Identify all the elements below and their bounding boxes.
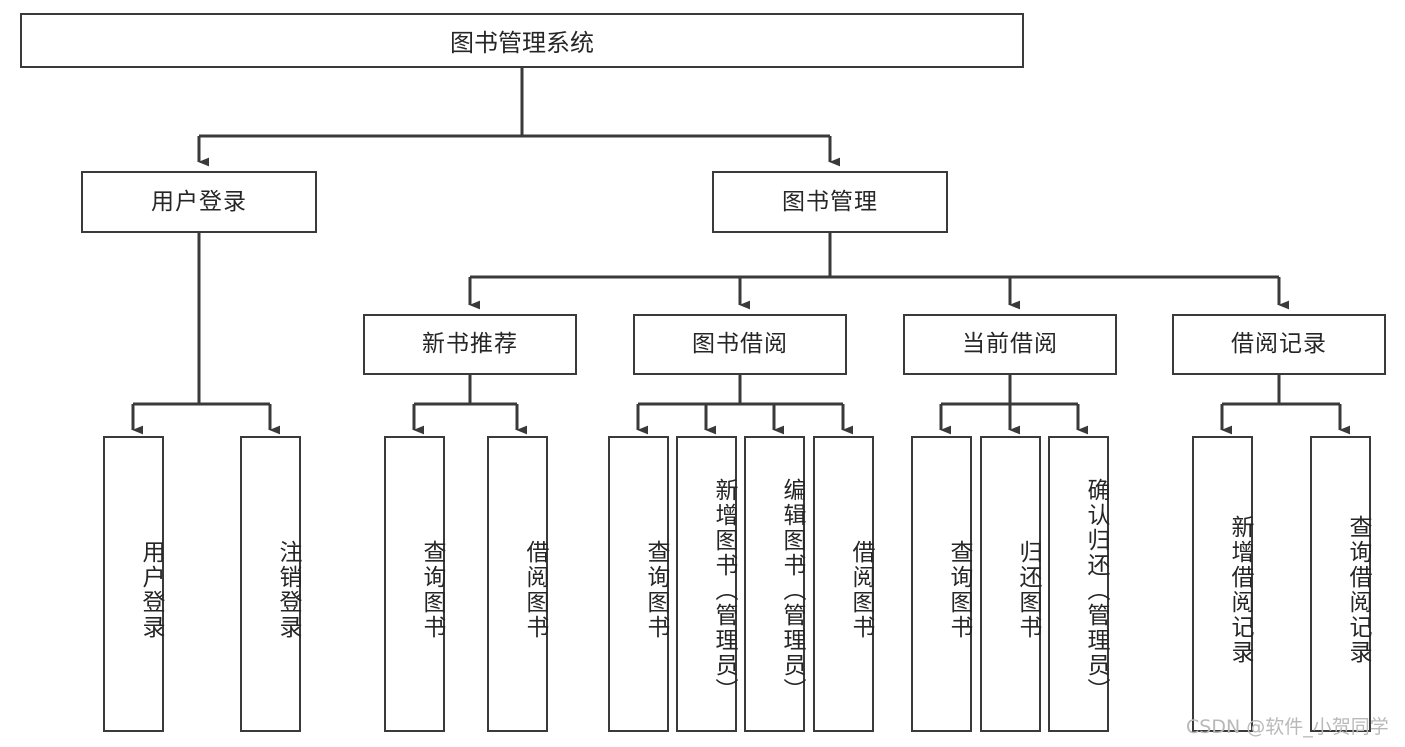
node-user-login[interactable]: 用户登录 xyxy=(81,171,317,233)
node-label: 图书借阅 xyxy=(692,331,788,358)
node-label: 借阅图书 xyxy=(522,540,548,640)
node-label: 新增图书（管理员） xyxy=(711,477,737,703)
node-leaf-confirm-return[interactable]: 确认归还（管理员） xyxy=(1048,436,1109,732)
connectors-book-borrow-to-leaves xyxy=(636,375,854,435)
node-current-borrow[interactable]: 当前借阅 xyxy=(903,314,1117,375)
node-label: 查询借阅记录 xyxy=(1345,515,1371,665)
node-label: 新增借阅记录 xyxy=(1227,515,1253,665)
node-label: 当前借阅 xyxy=(962,331,1058,358)
node-leaf-logout-login[interactable]: 注销登录 xyxy=(240,436,301,732)
node-book-management[interactable]: 图书管理 xyxy=(712,171,948,233)
node-leaf-edit-book[interactable]: 编辑图书（管理员） xyxy=(744,436,805,732)
node-label: 注销登录 xyxy=(275,540,301,640)
node-leaf-return-book[interactable]: 归还图书 xyxy=(980,436,1041,732)
node-label: 查询图书 xyxy=(946,540,972,640)
node-leaf-query-book-1[interactable]: 查询图书 xyxy=(384,436,445,732)
connectors-current-borrow-to-leaves xyxy=(939,375,1089,435)
node-leaf-user-login[interactable]: 用户登录 xyxy=(103,436,164,732)
connectors-root-to-level2 xyxy=(197,68,841,167)
node-label: 图书管理 xyxy=(782,188,878,215)
node-label: 查询图书 xyxy=(419,540,445,640)
connectors-user-login-to-leaves xyxy=(131,233,281,435)
node-label: 新书推荐 xyxy=(422,331,518,358)
node-leaf-borrow-book-1[interactable]: 借阅图书 xyxy=(487,436,548,732)
node-leaf-query-book-3[interactable]: 查询图书 xyxy=(911,436,972,732)
node-label: 借阅记录 xyxy=(1231,331,1327,358)
node-leaf-query-borrow-record[interactable]: 查询借阅记录 xyxy=(1310,436,1371,732)
csdn-watermark: CSDN @软件_小贺同学 xyxy=(1186,716,1389,738)
connectors-borrow-record-to-leaves xyxy=(1220,375,1351,435)
node-label: 编辑图书（管理员） xyxy=(779,477,805,703)
connectors-book-management-to-level3 xyxy=(468,233,1290,310)
node-label: 查询图书 xyxy=(643,540,669,640)
node-label: 确认归还（管理员） xyxy=(1083,477,1109,703)
node-borrow-record[interactable]: 借阅记录 xyxy=(1172,314,1386,375)
node-label: 用户登录 xyxy=(151,188,247,215)
node-label: 用户登录 xyxy=(138,540,164,640)
connectors-new-book-recommend-to-leaves xyxy=(412,375,528,435)
node-book-borrow[interactable]: 图书借阅 xyxy=(633,314,847,375)
node-leaf-add-borrow-record[interactable]: 新增借阅记录 xyxy=(1192,436,1253,732)
node-leaf-borrow-book-2[interactable]: 借阅图书 xyxy=(813,436,874,732)
node-label: 图书管理系统 xyxy=(450,29,594,57)
node-label: 借阅图书 xyxy=(848,540,874,640)
node-new-book-recommend[interactable]: 新书推荐 xyxy=(363,314,577,375)
node-label: 归还图书 xyxy=(1015,540,1041,640)
node-root-book-management-system[interactable]: 图书管理系统 xyxy=(20,13,1024,68)
node-leaf-add-book[interactable]: 新增图书（管理员） xyxy=(676,436,737,732)
node-leaf-query-book-2[interactable]: 查询图书 xyxy=(608,436,669,732)
